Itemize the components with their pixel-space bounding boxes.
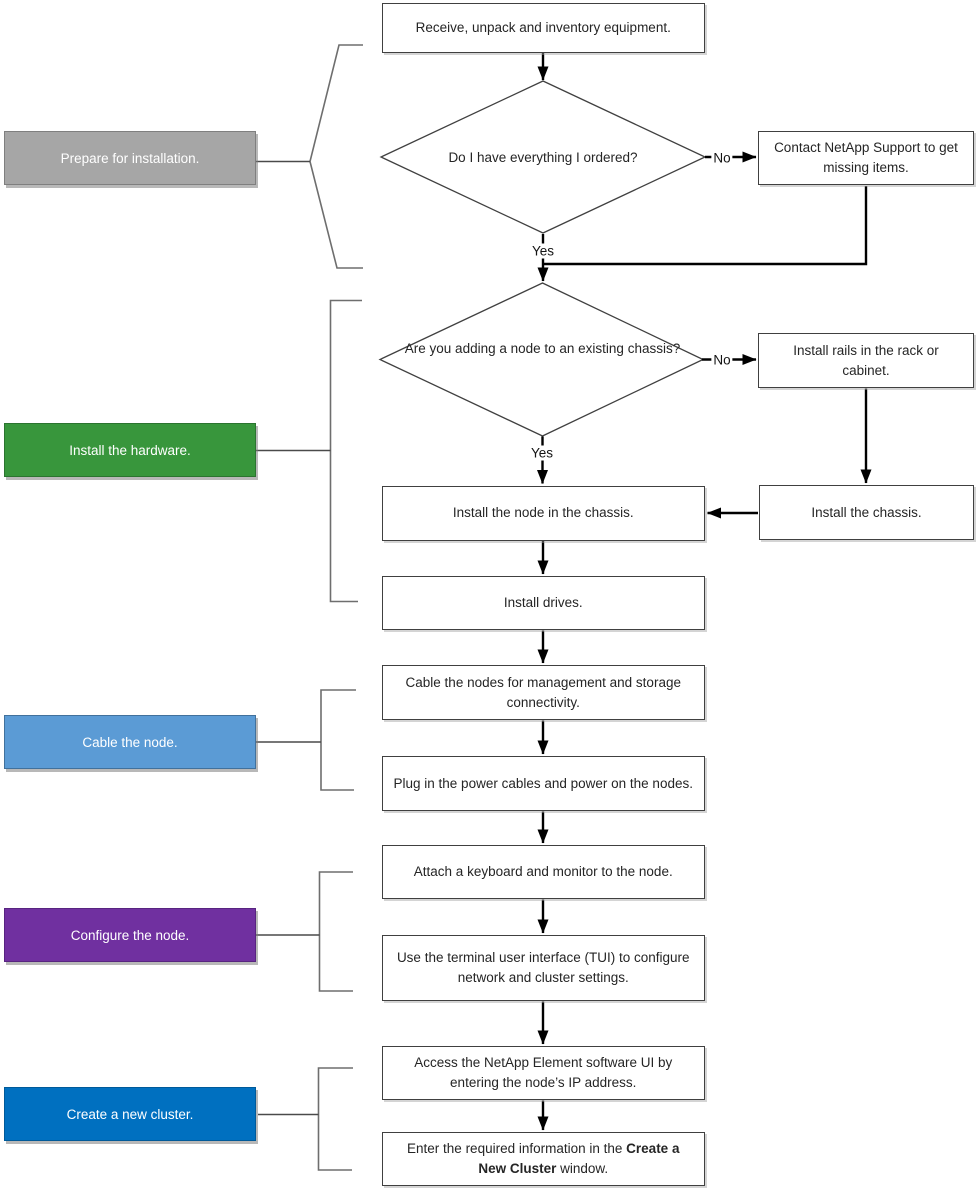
step-box-receive: Receive, unpack and inventory equipment. — [381, 3, 705, 53]
step-box-cable-nodes: Cable the nodes for management and stora… — [381, 665, 705, 720]
step-text: Access the NetApp Element software UI by… — [414, 1055, 673, 1090]
step-box-contact-support: Contact NetApp Support to get missing it… — [758, 131, 974, 185]
yes-label-decision1: Yes — [529, 243, 557, 259]
step-box-enter-info: Enter the required information in the Cr… — [381, 1132, 705, 1186]
step-text: Install drives. — [503, 595, 583, 611]
line-contact-merge — [544, 186, 868, 266]
step-text: Cable the nodes for management and stora… — [405, 674, 681, 710]
step-box-install-drives: Install drives. — [381, 576, 705, 630]
phase-label: Prepare for installation. — [60, 150, 200, 166]
phase-label: Install the hardware. — [69, 442, 191, 458]
brace-create-cluster — [317, 1067, 353, 1171]
phase-braces — [309, 44, 363, 1171]
phase-label: Cable the node. — [82, 734, 178, 750]
step-text: Install the node in the chassis. — [452, 505, 634, 521]
step-box-use-tui: Use the terminal user interface (TUI) to… — [381, 935, 705, 1001]
step-text: Use the terminal user interface (TUI) to… — [396, 950, 690, 985]
decision-label-have-everything: Do I have everything I ordered? — [448, 150, 638, 165]
brace-cable-node — [320, 689, 356, 791]
step-box-install-rails: Install rails in the rack or cabinet. — [758, 333, 974, 388]
step-text: Plug in the power cables and power on th… — [393, 775, 693, 791]
step-box-install-node: Install the node in the chassis. — [381, 485, 705, 541]
decision-diamond-adding-node — [378, 282, 705, 437]
step-text: Enter the required information in the Cr… — [393, 1139, 695, 1178]
decision-diamond-have-everything — [379, 80, 707, 234]
step-text: Receive, unpack and inventory equipment. — [415, 20, 671, 36]
phase-connectors — [255, 160, 331, 1116]
step-box-attach-keyboard: Attach a keyboard and monitor to the nod… — [381, 845, 705, 899]
step-box-install-chassis: Install the chassis. — [759, 485, 974, 540]
no-label-decision1: No — [711, 150, 733, 165]
enter-info-suffix: window. — [556, 1161, 609, 1176]
flow-arrows — [537, 53, 872, 1131]
phase-box-create-cluster: Create a new cluster. — [4, 1087, 256, 1141]
brace-configure-node — [318, 871, 353, 992]
phase-label: Create a new cluster. — [66, 1106, 194, 1122]
enter-info-prefix: Enter the required information in the — [407, 1141, 623, 1157]
phase-label: Configure the node. — [70, 927, 190, 943]
phase-box-configure-node: Configure the node. — [4, 908, 256, 962]
step-box-plug-power: Plug in the power cables and power on th… — [381, 756, 705, 811]
phase-box-cable-node: Cable the node. — [4, 715, 256, 769]
step-box-access-ui: Access the NetApp Element software UI by… — [381, 1046, 705, 1100]
decision-label-adding-node: Are you adding a node to an existing cha… — [404, 341, 681, 356]
no-label-decision2: No — [711, 352, 733, 368]
brace-prepare — [309, 44, 363, 269]
step-text: Install rails in the rack or cabinet. — [793, 342, 939, 378]
phase-box-install-hardware: Install the hardware. — [4, 423, 256, 477]
yes-label-decision2: Yes — [528, 445, 556, 461]
step-text: Contact NetApp Support to get missing it… — [774, 140, 958, 175]
step-text: Attach a keyboard and monitor to the nod… — [413, 864, 673, 880]
step-text: Install the chassis. — [811, 504, 922, 520]
phase-box-prepare: Prepare for installation. — [4, 131, 256, 185]
brace-install-hardware — [329, 299, 362, 603]
enter-info-bold: Create a New Cluster — [478, 1141, 680, 1176]
